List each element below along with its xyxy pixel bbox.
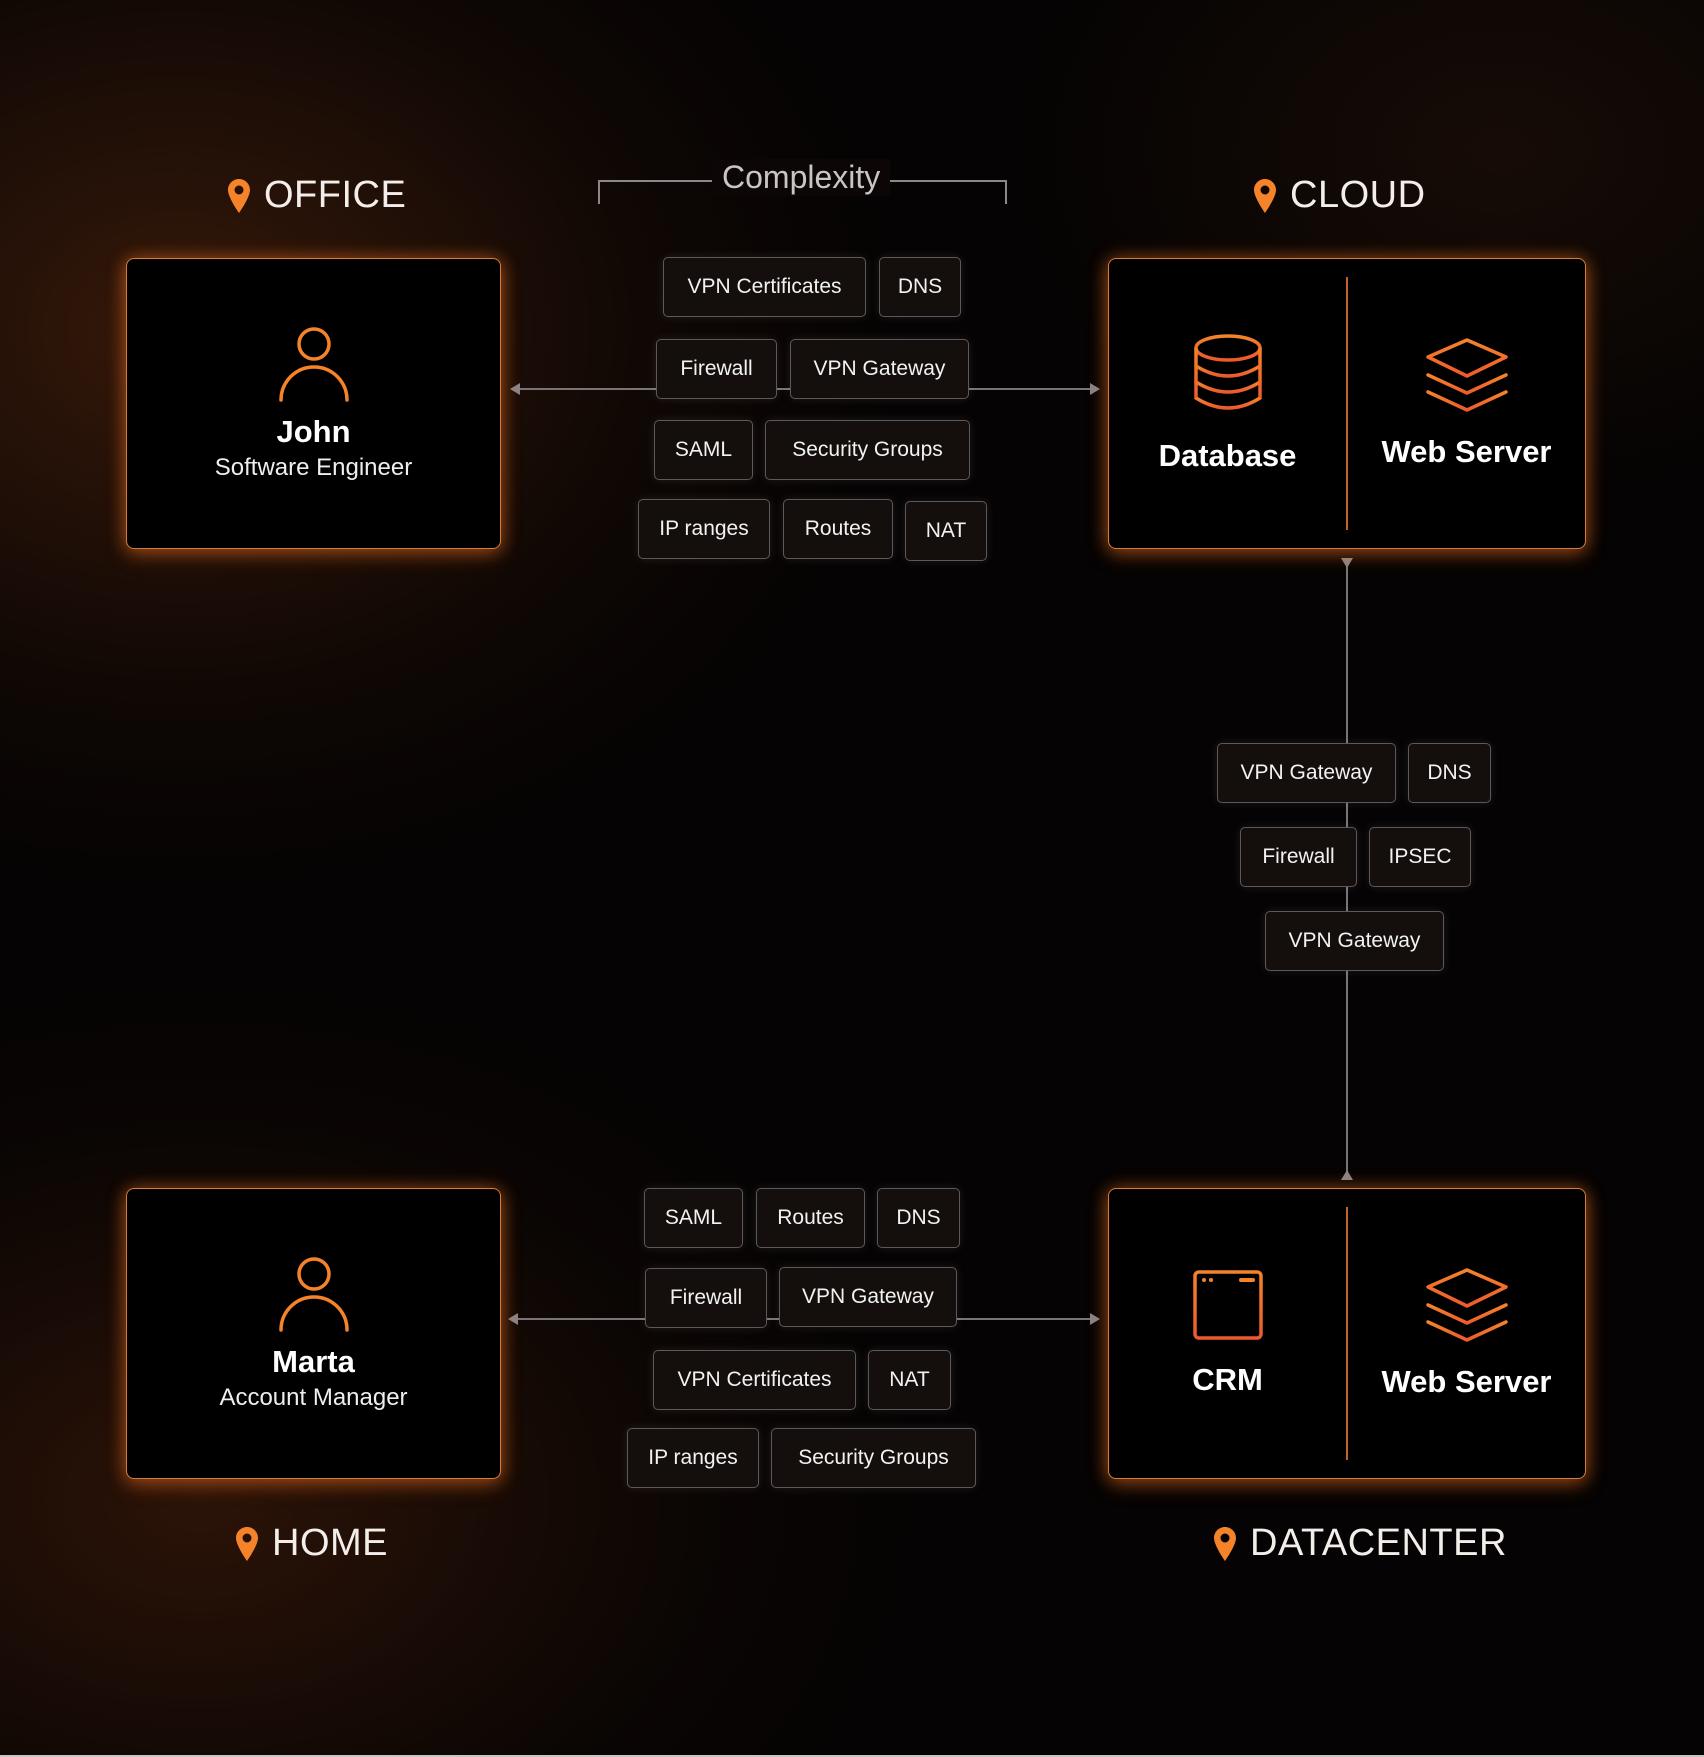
tag-routes: Routes: [783, 499, 893, 559]
user-name: John: [276, 413, 351, 449]
location-datacenter: DATACENTER: [1214, 1522, 1507, 1565]
map-pin-icon: [228, 178, 250, 213]
office-user-card[interactable]: John Software Engineer: [126, 258, 501, 549]
complexity-bracket-right-tick: [1005, 180, 1007, 204]
home-user-card[interactable]: Marta Account Manager: [126, 1188, 501, 1479]
tag-firewall: Firewall: [656, 339, 777, 399]
complexity-bracket-left-tick: [598, 180, 600, 204]
tag-security-groups: Security Groups: [771, 1428, 976, 1488]
browser-window-icon: [1192, 1269, 1263, 1340]
map-pin-icon: [1214, 1526, 1236, 1561]
service-crm[interactable]: CRM: [1109, 1189, 1346, 1478]
tag-firewall: Firewall: [1240, 827, 1357, 887]
arrow-left-icon: [508, 1313, 518, 1325]
user-name: Marta: [272, 1343, 355, 1379]
service-web-server[interactable]: Web Server: [1348, 1189, 1585, 1478]
tag-vpn-gateway: VPN Gateway: [1265, 911, 1444, 971]
complexity-label: Complexity: [712, 159, 891, 196]
tag-ip-ranges: IP ranges: [638, 499, 770, 559]
location-label: DATACENTER: [1250, 1522, 1507, 1564]
tag-saml: SAML: [644, 1188, 743, 1248]
location-label: CLOUD: [1290, 174, 1426, 216]
arrow-right-icon: [1090, 1313, 1100, 1325]
location-label: OFFICE: [264, 174, 407, 216]
person-icon: [278, 326, 349, 402]
person-icon: [278, 1256, 349, 1332]
divider: [1346, 1207, 1348, 1460]
cloud-card[interactable]: Database Web Server: [1108, 258, 1586, 549]
location-label: HOME: [272, 1522, 388, 1564]
arrow-right-icon: [1090, 383, 1100, 395]
tag-dns: DNS: [879, 257, 961, 317]
tag-ip-ranges: IP ranges: [627, 1428, 759, 1488]
layers-icon: [1425, 337, 1508, 412]
arrow-down-icon: [1341, 558, 1353, 568]
user-role: Account Manager: [219, 1383, 408, 1411]
service-label: Database: [1158, 437, 1297, 473]
tag-routes: Routes: [756, 1188, 865, 1248]
tag-vpn-gateway: VPN Gateway: [779, 1267, 957, 1327]
service-label: CRM: [1192, 1361, 1263, 1397]
bottom-border: [0, 1755, 1704, 1757]
tag-vpn-gateway: VPN Gateway: [790, 339, 969, 399]
tag-nat: NAT: [868, 1350, 951, 1410]
location-cloud: CLOUD: [1254, 174, 1426, 217]
tag-dns: DNS: [1408, 743, 1491, 803]
arrow-left-icon: [510, 383, 520, 395]
service-database[interactable]: Database: [1109, 259, 1346, 548]
service-web-server[interactable]: Web Server: [1348, 259, 1585, 548]
layers-icon: [1425, 1267, 1508, 1342]
datacenter-card[interactable]: CRM Web Server: [1108, 1188, 1586, 1479]
service-label: Web Server: [1381, 433, 1552, 469]
tag-vpn-certificates: VPN Certificates: [653, 1350, 856, 1410]
tag-ipsec: IPSEC: [1369, 827, 1471, 887]
location-home: HOME: [236, 1522, 388, 1565]
tag-nat: NAT: [905, 501, 987, 561]
arrow-up-icon: [1341, 1170, 1353, 1180]
service-label: Web Server: [1381, 1363, 1552, 1399]
tag-security-groups: Security Groups: [765, 420, 970, 480]
tag-saml: SAML: [654, 420, 753, 480]
user-role: Software Engineer: [214, 453, 413, 481]
tag-vpn-certificates: VPN Certificates: [663, 257, 866, 317]
location-office: OFFICE: [228, 174, 406, 217]
map-pin-icon: [1254, 178, 1276, 213]
database-icon: [1193, 333, 1262, 410]
tag-dns: DNS: [877, 1188, 960, 1248]
tag-vpn-gateway: VPN Gateway: [1217, 743, 1396, 803]
tag-firewall: Firewall: [645, 1268, 767, 1328]
divider: [1346, 277, 1348, 530]
map-pin-icon: [236, 1526, 258, 1561]
